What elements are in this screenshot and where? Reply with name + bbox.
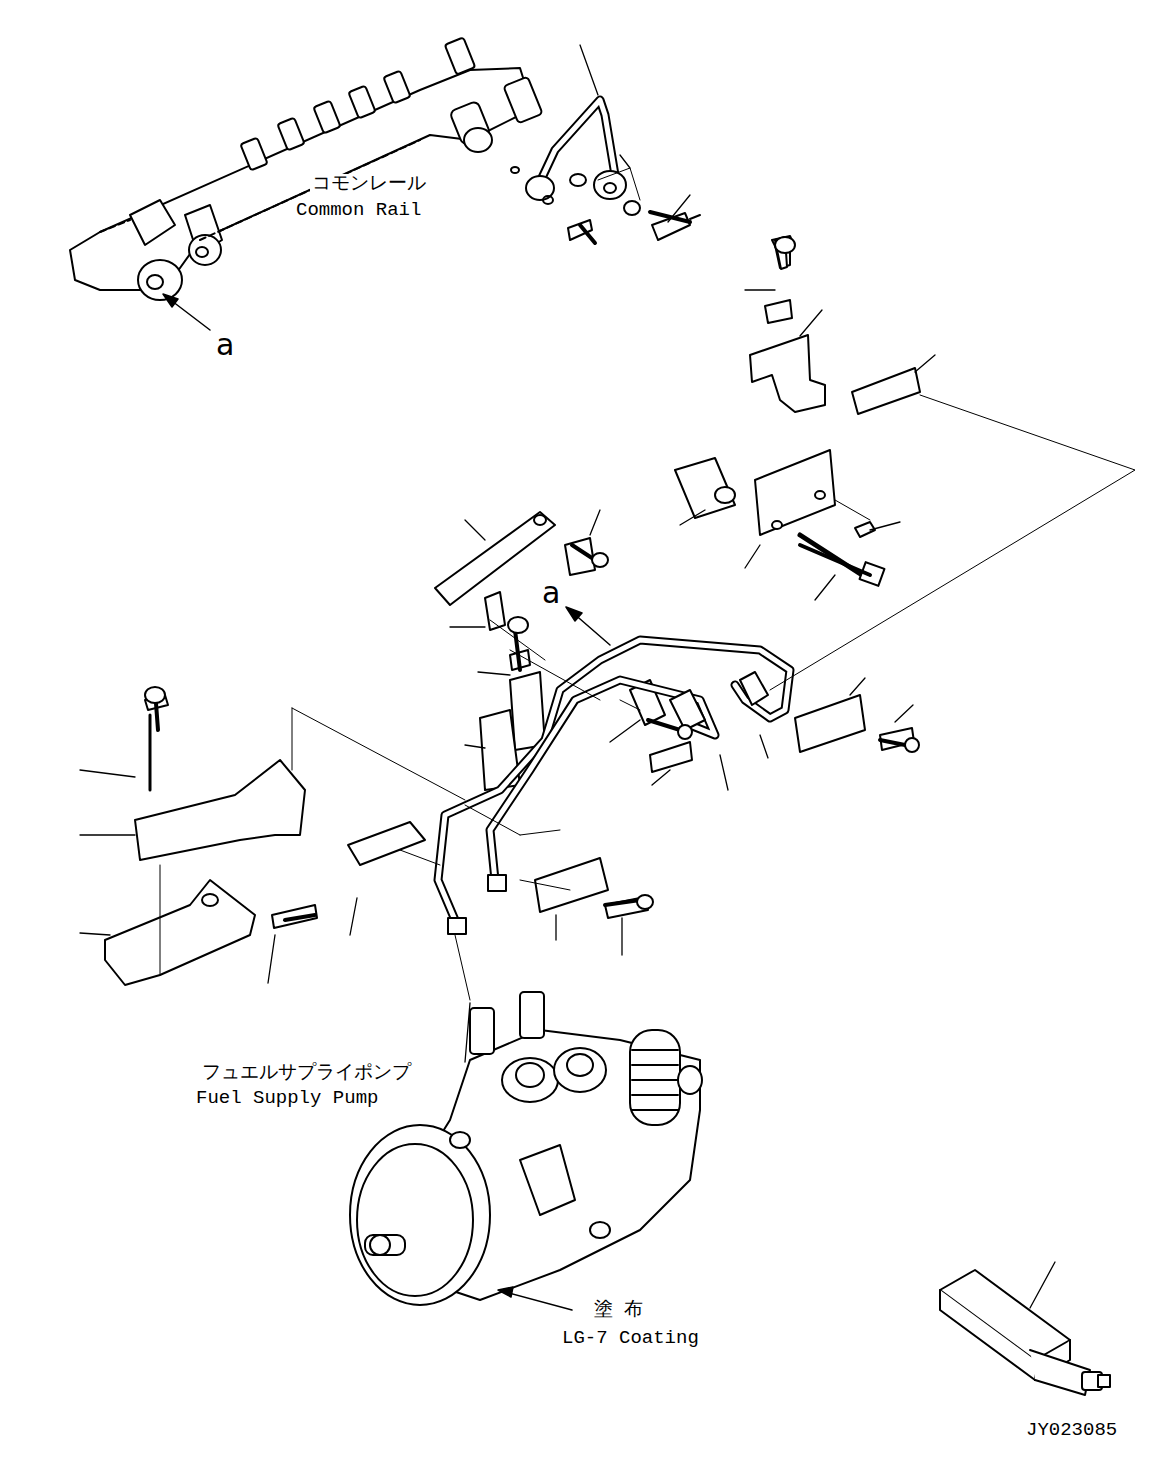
pipe: [438, 640, 790, 934]
tool: [940, 1270, 1110, 1395]
common-rail: [70, 37, 543, 300]
view-letter: a: [540, 578, 562, 608]
part-label: Common Rail: [294, 200, 423, 222]
view-letter: a: [214, 330, 236, 360]
bracket: [675, 236, 920, 586]
view-arrow: [163, 294, 610, 1310]
bracket: [105, 512, 914, 985]
bolt: [145, 212, 919, 920]
leader-line: [80, 45, 1055, 1308]
fuel-supply-pump: [350, 992, 702, 1305]
note-label: LG-7 Coating: [560, 1328, 701, 1350]
part-label: Fuel Supply Pump: [194, 1088, 380, 1110]
part-label: コモンレール: [310, 174, 428, 196]
note-label: 塗 布: [592, 1300, 645, 1322]
pipe: [511, 100, 700, 240]
part-label: フュエルサプライポンプ: [200, 1063, 413, 1085]
assembly-line: [160, 395, 1135, 1000]
drawing-number: JY023085: [1024, 1420, 1119, 1442]
